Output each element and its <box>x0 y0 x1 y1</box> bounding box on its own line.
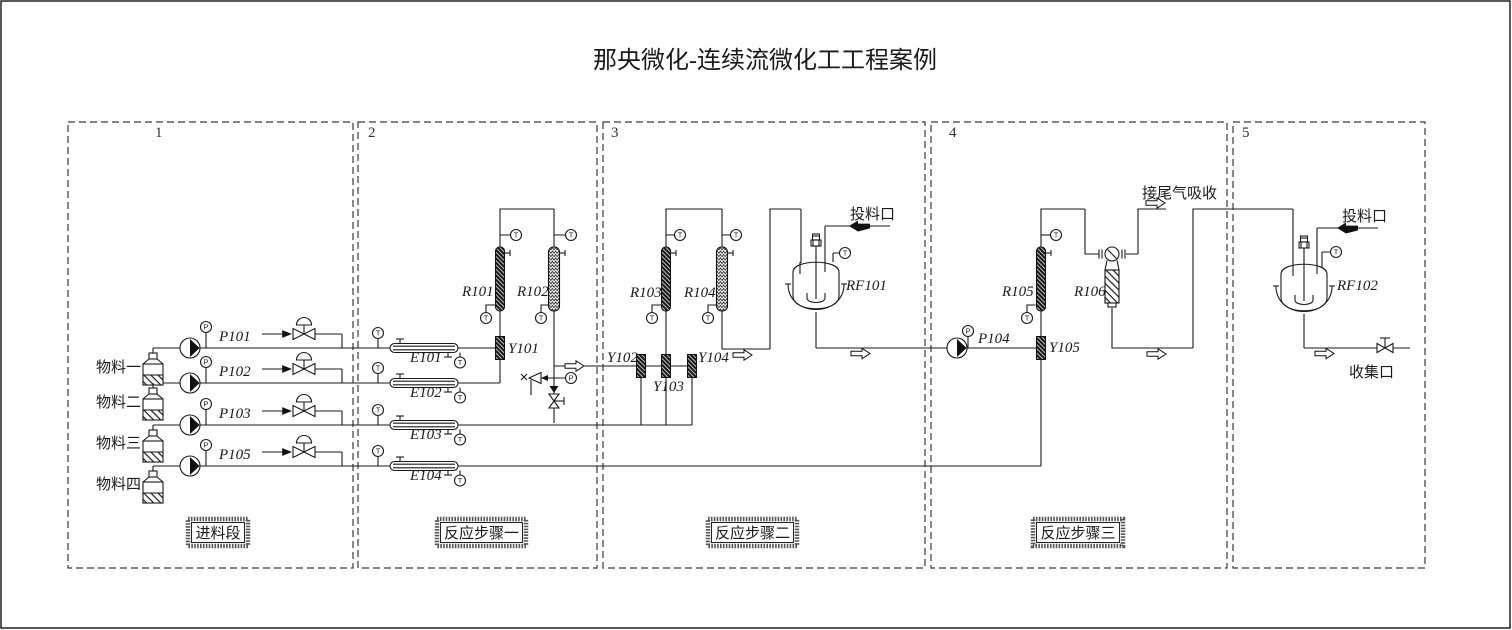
section-box-3 <box>602 121 926 569</box>
gauge-T: T <box>650 314 655 323</box>
gauge-T: T <box>376 329 381 338</box>
section-number-3: 3 <box>611 125 619 141</box>
gauge-T: T <box>706 314 711 323</box>
tag-reaction-step-1-text: 反应步骤一 <box>444 524 519 542</box>
tag-reaction-step-2-text: 反应步骤二 <box>715 524 790 542</box>
pump-P102 <box>179 372 201 394</box>
mixer-Y103 <box>661 354 671 378</box>
exchanger-E103-label: E103 <box>409 427 442 443</box>
gauge-T: T <box>678 231 683 240</box>
mixer-Y102-label: Y102 <box>607 350 638 366</box>
gauge-T: T <box>458 476 463 485</box>
mixer-Y101-label: Y101 <box>508 341 539 357</box>
tag-reaction-step-3-text: 反应步骤三 <box>1040 524 1115 542</box>
tag-reaction-step-2: 反应步骤二 <box>705 516 800 549</box>
pump-P105 <box>179 455 201 477</box>
tag-feed-stage: 进料段 <box>185 516 251 549</box>
gauge-T: T <box>484 314 489 323</box>
gauge-T: T <box>458 393 463 402</box>
gauge-T: T <box>376 364 381 373</box>
pump-P104 <box>946 337 968 359</box>
tag-feed-stage-text: 进料段 <box>195 525 240 542</box>
gauge-T: T <box>1334 248 1339 257</box>
gauge-P: P <box>203 441 208 450</box>
pump-P103-label: P103 <box>218 406 251 422</box>
reactor-R104-label: R104 <box>683 285 716 301</box>
equipment-labels: 物料一 物料二 物料三 物料四 P101 P102 P103 P105 P104… <box>96 278 1378 493</box>
mixer-Y103-label: Y103 <box>653 379 684 395</box>
diagram-title: 那央微化-连续流微化工工程案例 <box>593 47 937 74</box>
feed-port-label-rf101: 投料口 <box>850 206 895 223</box>
section-boxes: 1 2 3 4 5 <box>67 121 1426 569</box>
material-4-label: 物料四 <box>96 476 141 493</box>
gauge-T: T <box>458 358 463 367</box>
tail-gas-label: 接尾气吸收 <box>1142 185 1217 202</box>
equipment <box>142 233 1394 504</box>
material-1-label: 物料一 <box>96 359 141 376</box>
mixer-Y105-label: Y105 <box>1049 340 1080 356</box>
instrument-gauges: P P P P P P T T T T T T T T T T T T T T … <box>199 228 1343 487</box>
material-3-label: 物料三 <box>96 435 141 452</box>
section-number-4: 4 <box>949 125 957 141</box>
gauge-T: T <box>376 406 381 415</box>
gauge-T: T <box>1054 231 1059 240</box>
section-number-1: 1 <box>155 125 163 141</box>
gauge-P: P <box>203 358 208 367</box>
gauge-P: P <box>203 400 208 409</box>
reactor-R103-label: R103 <box>629 285 662 301</box>
stage-tags: 进料段 反应步骤一 反应步骤二 反应步骤三 <box>185 516 1126 549</box>
section-box-2 <box>357 121 598 569</box>
gauge-T: T <box>569 231 574 240</box>
gauge-P: P <box>203 323 208 332</box>
section-number-5: 5 <box>1242 125 1250 141</box>
gauge-T: T <box>1025 314 1030 323</box>
section-number-2: 2 <box>368 125 376 141</box>
port-annotations: 投料口 投料口 接尾气吸收 收集口 <box>850 185 1394 381</box>
collect-port-label: 收集口 <box>1349 364 1394 381</box>
gauge-T: T <box>376 447 381 456</box>
mixer-Y101 <box>495 336 505 360</box>
pump-P103 <box>179 414 201 436</box>
gauge-T: T <box>734 231 739 240</box>
pump-P101-label: P101 <box>218 329 251 345</box>
gauge-T: T <box>843 249 848 258</box>
pump-P101 <box>179 337 201 359</box>
tank-RF102-label: RF102 <box>1336 278 1378 294</box>
gauge-T: T <box>539 314 544 323</box>
tag-reaction-step-1: 反应步骤一 <box>434 516 529 549</box>
separator-R106-label: R106 <box>1073 284 1106 300</box>
exchanger-E104-label: E104 <box>409 468 442 484</box>
gauge-P: P <box>965 327 970 336</box>
tag-reaction-step-3: 反应步骤三 <box>1030 516 1126 549</box>
reactor-R102-label: R102 <box>516 284 549 300</box>
tank-RF101-label: RF101 <box>845 278 887 294</box>
exchanger-E102-label: E102 <box>409 385 442 401</box>
exchanger-E101-label: E101 <box>409 350 442 366</box>
mixer-Y104-label: Y104 <box>698 350 729 366</box>
section-box-1 <box>67 121 354 569</box>
pump-P102-label: P102 <box>218 364 251 380</box>
reactor-R105-label: R105 <box>1001 284 1034 300</box>
section-box-4 <box>930 121 1228 569</box>
reactor-R101-label: R101 <box>461 284 494 300</box>
feed-port-label-rf102: 投料口 <box>1342 208 1387 225</box>
gauge-P: P <box>568 374 573 383</box>
gauge-T: T <box>458 435 463 444</box>
mixer-Y104 <box>687 354 697 378</box>
mixer-Y102 <box>636 354 646 378</box>
gauge-T: T <box>514 231 519 240</box>
mixer-Y105 <box>1036 336 1046 360</box>
material-2-label: 物料二 <box>96 394 141 411</box>
pump-P104-label: P104 <box>977 331 1010 347</box>
pump-P105-label: P105 <box>218 447 251 463</box>
